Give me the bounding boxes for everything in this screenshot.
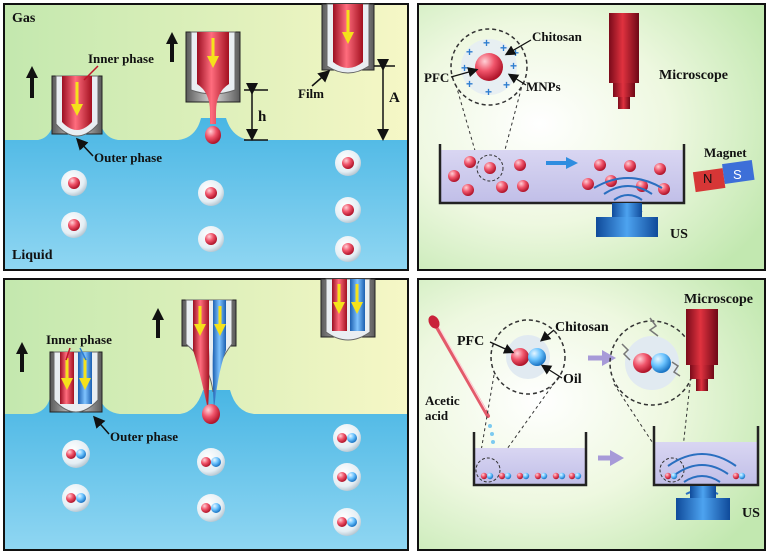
nozzle-4 <box>49 351 103 413</box>
pfc-label: PFC <box>424 70 449 85</box>
magnet-label: Magnet <box>704 145 747 160</box>
nozzle-5 <box>181 299 237 424</box>
tank-top-right <box>438 144 686 213</box>
inner-phase-label: Inner phase <box>88 51 154 66</box>
up-arrow-icon <box>152 308 164 320</box>
panel-top-left: Gas Liquid h <box>3 3 409 271</box>
up-arrow-icon <box>166 32 178 44</box>
microscope-label: Microscope <box>684 292 753 307</box>
microscope-icon <box>686 309 718 391</box>
magnet-n-label: N <box>703 171 712 186</box>
outer-phase-label: Outer phase <box>110 429 178 444</box>
gas-label: Gas <box>12 11 36 26</box>
a-label: A <box>389 90 400 106</box>
svg-text:+: + <box>500 41 507 55</box>
chitosan-label: Chitosan <box>555 320 609 335</box>
particles-top-right <box>448 156 670 196</box>
panel-bottom-right: Acetic acid PFC Chitosan Oil Microscope <box>417 278 766 551</box>
chitosan-label: Chitosan <box>532 29 583 44</box>
microscope-label: Microscope <box>659 68 728 83</box>
inner-phase-label: Inner phase <box>46 332 112 347</box>
particles-tank-left <box>480 472 582 480</box>
svg-text:+: + <box>461 61 468 75</box>
microscope-icon <box>609 13 639 109</box>
zoom-circle <box>490 319 566 395</box>
pfc-label: PFC <box>457 334 484 349</box>
acid-label: acid <box>425 408 449 423</box>
us-label: US <box>742 506 760 521</box>
ultrasound-transducer-icon <box>676 486 730 520</box>
liquid-label: Liquid <box>12 248 53 263</box>
process-arrow-icon <box>602 350 616 366</box>
h-label: h <box>258 109 267 125</box>
process-arrow-icon <box>610 450 624 466</box>
droplets-bottom-left <box>62 424 361 536</box>
tank-bottom-right <box>652 426 760 507</box>
svg-text:+: + <box>485 85 492 99</box>
up-arrow-icon <box>26 66 38 78</box>
nozzle-2 <box>185 31 241 144</box>
nozzle-3 <box>321 3 375 74</box>
svg-text:+: + <box>510 59 517 73</box>
us-label: US <box>670 227 688 242</box>
panel-bottom-left: Inner phase Outer phase <box>3 278 409 551</box>
svg-text:+: + <box>466 45 473 59</box>
vibration-icon <box>621 343 631 361</box>
acetic-label: Acetic <box>425 393 460 408</box>
outer-phase-label: Outer phase <box>94 150 162 165</box>
droplets-top-left <box>61 150 361 262</box>
mnps-label: MNPs <box>526 79 561 94</box>
pipette-icon <box>428 315 497 460</box>
zoom-circle <box>450 28 528 106</box>
film-label: Film <box>298 86 324 101</box>
ultrasound-transducer-icon <box>596 203 658 237</box>
flow-arrow-icon <box>566 157 578 169</box>
nozzle-1 <box>51 75 103 137</box>
up-arrow-icon <box>16 342 28 354</box>
svg-text:+: + <box>503 78 510 92</box>
nozzle-6 <box>320 278 376 341</box>
particles-tank-right <box>664 472 746 480</box>
svg-text:+: + <box>466 77 473 91</box>
tank-bottom-left <box>472 432 588 487</box>
oil-label: Oil <box>563 372 582 387</box>
panel-top-right: +++ +++ +++ Chitosan PFC MNPs Microscope <box>417 3 766 271</box>
magnet-s-label: S <box>733 167 742 182</box>
magnet-icon: N S <box>692 159 755 193</box>
svg-text:+: + <box>483 36 490 50</box>
